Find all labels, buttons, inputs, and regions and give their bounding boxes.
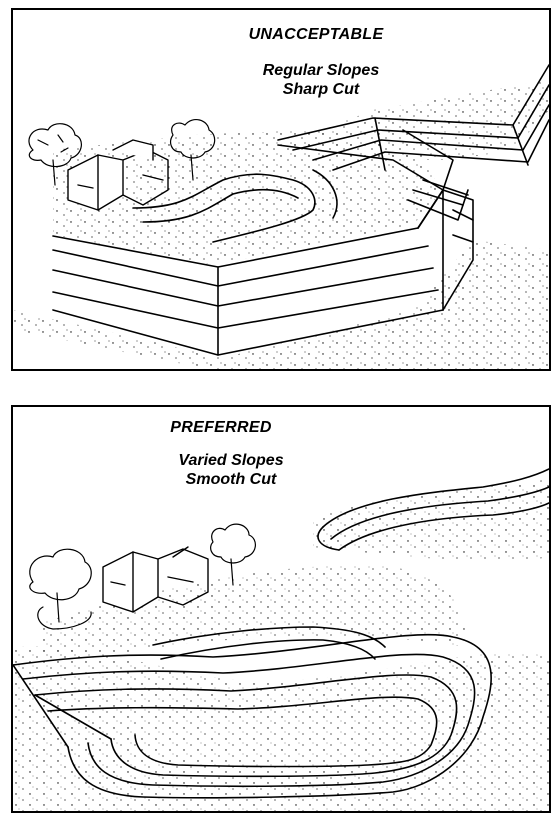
panel-subtitle-line1: Regular Slopes [53, 61, 551, 80]
panel-subtitle-line2: Smooth Cut [11, 470, 499, 489]
panel-heading: UNACCEPTABLE [48, 26, 551, 44]
panel-subtitle-line1: Varied Slopes [11, 451, 499, 470]
panel-heading: PREFERRED [11, 419, 489, 437]
panel-subtitle-line2: Sharp Cut [53, 80, 551, 99]
unacceptable-panel: UNACCEPTABLE Regular Slopes Sharp Cut [11, 8, 551, 371]
preferred-panel: PREFERRED Varied Slopes Smooth Cut [11, 405, 551, 813]
